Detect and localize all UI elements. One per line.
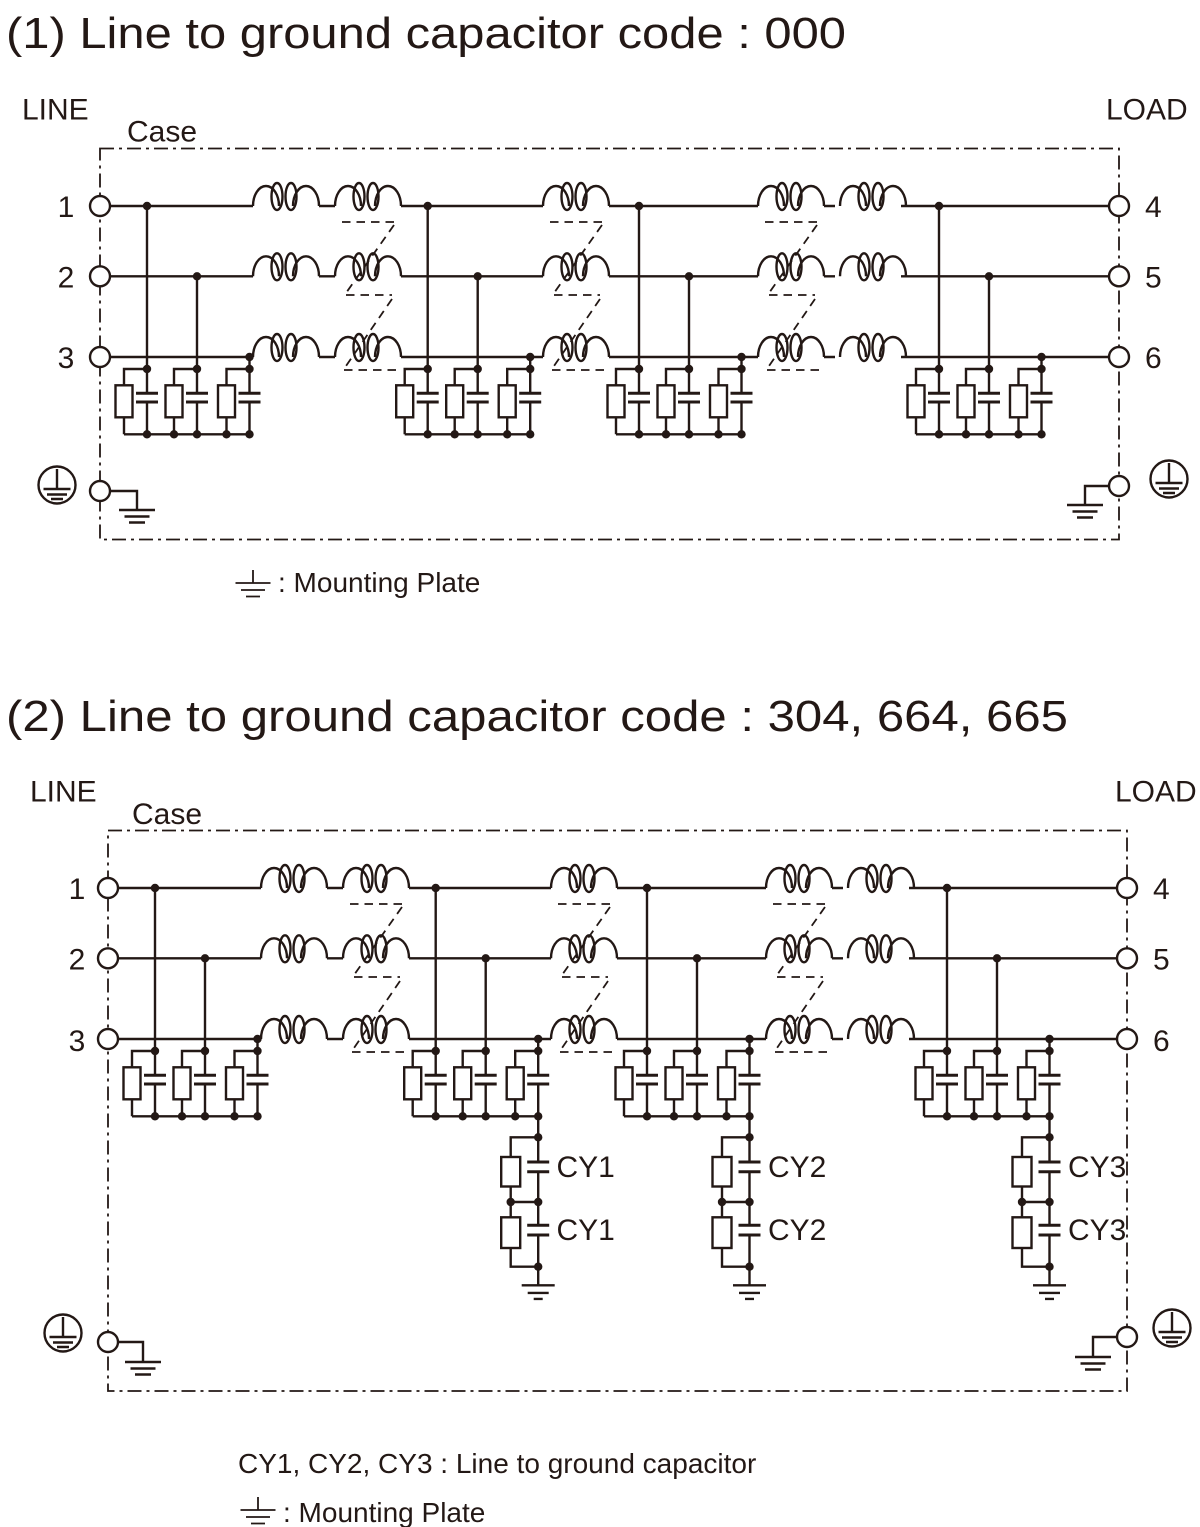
cy1-lower-label: CY1 (557, 1214, 615, 1247)
ground-terminal (96, 1330, 120, 1354)
section2-filter-circuit (43, 865, 1192, 1376)
cy1-upper-label: CY1 (557, 1151, 615, 1184)
section2-case-label: Case (132, 798, 202, 831)
protective-earth-icon (43, 1313, 83, 1353)
cy1-capacitor-chain (501, 1116, 555, 1299)
mounting-plate-ground-icon (1073, 1355, 1113, 1371)
section1-legend (234, 569, 272, 598)
mounting-plate-symbol-icon (234, 569, 272, 598)
terminal-label-2: 2 (69, 943, 86, 976)
section2-case-border (107, 829, 1128, 1392)
terminal-label-4: 4 (1145, 191, 1162, 224)
section1-line-label: LINE (22, 94, 89, 127)
section1-case-border (99, 147, 1120, 541)
section2-load-label: LOAD (1115, 776, 1197, 809)
section2-schematic: (2) Line to ground capacitor code : 304,… (6, 692, 1197, 1527)
section2-legend-mounting-plate: : Mounting Plate (283, 1497, 485, 1527)
ground-terminal (1115, 1325, 1139, 1349)
terminal-label-3: 3 (58, 342, 75, 375)
ground-terminal (88, 479, 112, 503)
section1-filter-circuit (37, 183, 1189, 524)
terminal-label-3: 3 (69, 1025, 86, 1058)
section2-title: (2) Line to ground capacitor code : 304,… (6, 692, 1068, 741)
cy2-upper-label: CY2 (768, 1151, 826, 1184)
cy3-lower-label: CY3 (1068, 1214, 1126, 1247)
mounting-plate-symbol-icon (239, 1496, 277, 1525)
protective-earth-icon (1149, 459, 1189, 499)
section2-legend-cy: CY1, CY2, CY3 : Line to ground capacitor (238, 1448, 756, 1479)
terminal-label-2: 2 (58, 261, 75, 294)
cy2-capacitor-chain (713, 1116, 767, 1299)
cy2-lower-label: CY2 (768, 1214, 826, 1247)
section2-line-label: LINE (30, 776, 97, 809)
mounting-plate-ground-icon (123, 1360, 163, 1376)
mounting-plate-ground-icon (117, 508, 157, 524)
mounting-plate-ground-icon (1065, 503, 1105, 519)
section1-schematic: (1) Line to ground capacitor code : 000 … (6, 9, 1189, 598)
cy3-upper-label: CY3 (1068, 1151, 1126, 1184)
cy3-capacitor-chain (1013, 1116, 1067, 1299)
section1-legend-mounting-plate: : Mounting Plate (278, 567, 480, 598)
terminal-label-6: 6 (1145, 342, 1162, 375)
section1-load-label: LOAD (1106, 94, 1188, 127)
section1-title: (1) Line to ground capacitor code : 000 (6, 9, 846, 58)
protective-earth-icon (37, 465, 77, 505)
terminal-label-6: 6 (1153, 1025, 1170, 1058)
terminal-label-4: 4 (1153, 873, 1170, 906)
terminal-label-5: 5 (1153, 943, 1170, 976)
terminal-label-1: 1 (58, 191, 75, 224)
terminal-label-5: 5 (1145, 261, 1162, 294)
terminal-label-1: 1 (69, 873, 86, 906)
section2-legend (239, 1496, 277, 1525)
ground-terminal (1107, 474, 1131, 498)
protective-earth-icon (1152, 1308, 1192, 1348)
section1-case-label: Case (127, 116, 197, 149)
